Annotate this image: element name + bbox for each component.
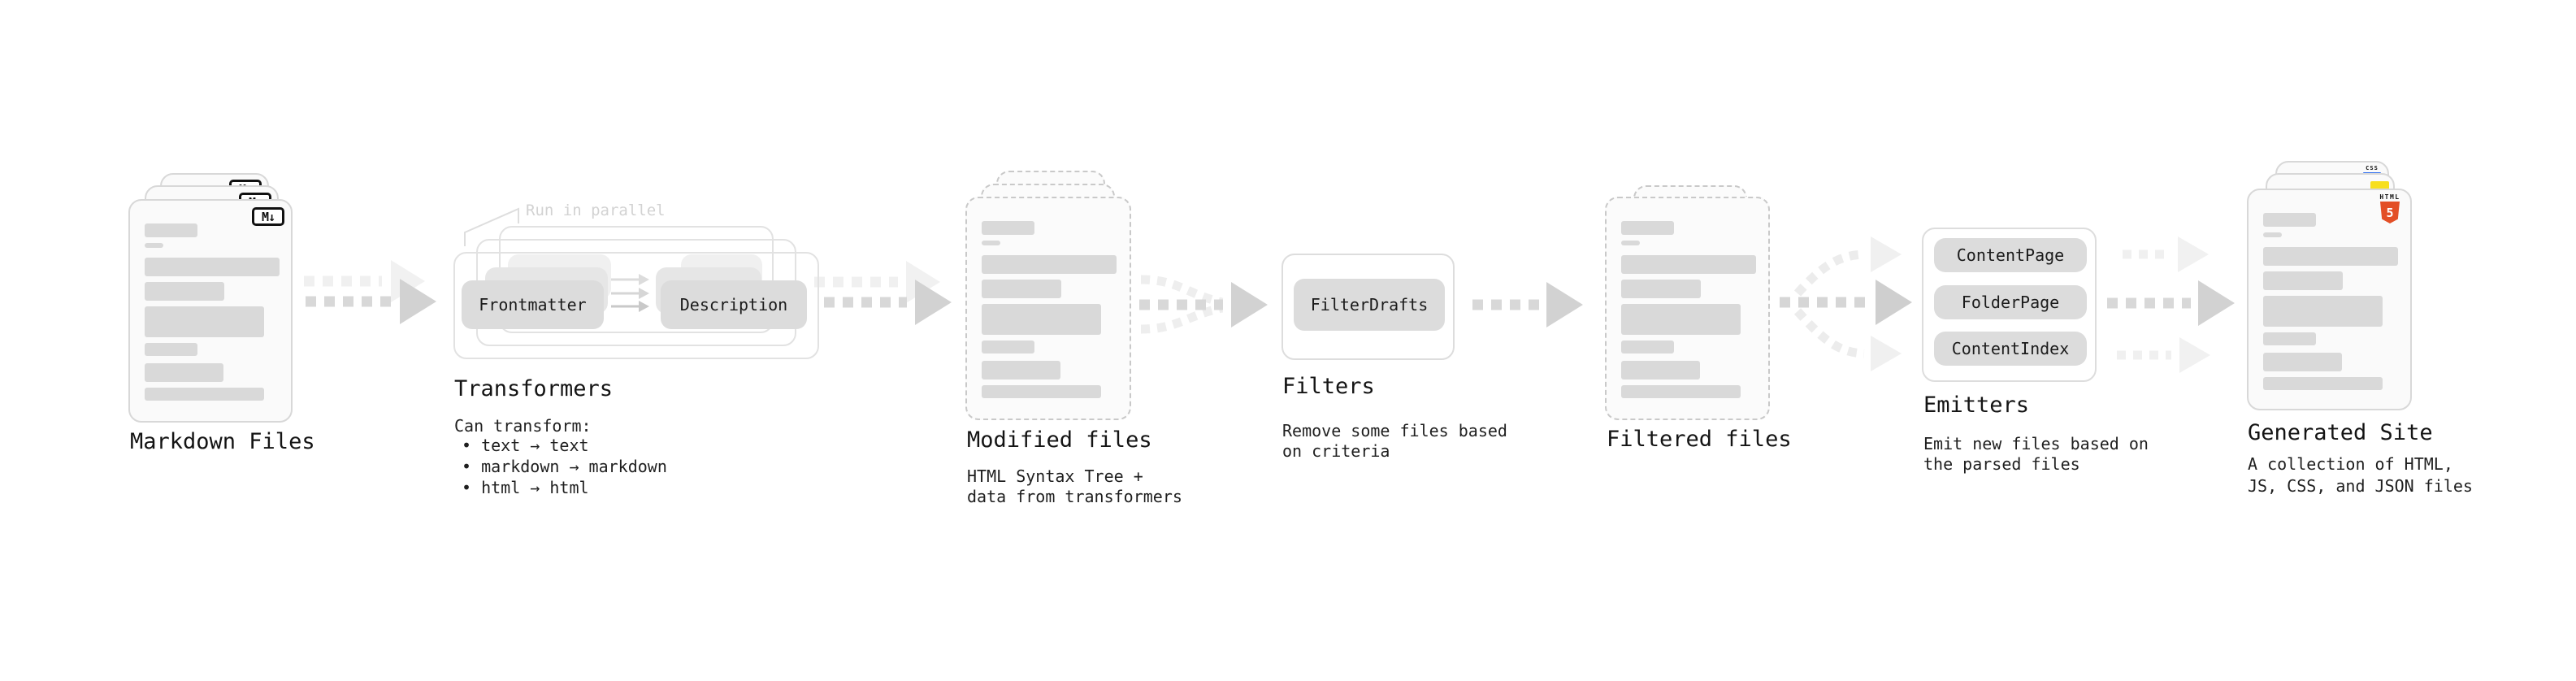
- skeleton-bar: [1621, 304, 1741, 335]
- skeleton-bar: [2263, 377, 2383, 390]
- generated-site-description-line: A collection of HTML,: [2248, 454, 2453, 474]
- arrow-filters-to-filtered: [1472, 282, 1583, 327]
- filtered-file-card-front: [1605, 197, 1770, 420]
- modified-files-label: Modified files: [967, 427, 1152, 453]
- filtered-files-label: Filtered files: [1607, 427, 1792, 452]
- skeleton-bar: [982, 340, 1034, 354]
- transformers-frame-front: [453, 252, 819, 359]
- arrow-emitters-to-generated: [2107, 236, 2235, 373]
- modified-files-description-line: data from transformers: [967, 487, 1182, 506]
- skeleton-bar: [1621, 340, 1674, 354]
- filter-node-filterdrafts: FilterDrafts: [1294, 279, 1445, 331]
- run-in-parallel-annotation: Run in parallel: [526, 202, 666, 219]
- skeleton-bar: [982, 361, 1060, 380]
- filters-description-line: on criteria: [1282, 441, 1390, 461]
- skeleton-bar: [145, 343, 197, 356]
- skeleton-bar: [145, 243, 163, 248]
- html5-icon-shield: 5: [2380, 202, 2400, 223]
- markdown-files-label: Markdown Files: [130, 429, 315, 454]
- skeleton-bar: [1621, 241, 1640, 245]
- emitters-label: Emitters: [1923, 393, 2030, 418]
- skeleton-bar: [982, 280, 1061, 298]
- skeleton-bar: [1621, 221, 1674, 235]
- skeleton-bar: [982, 304, 1101, 335]
- skeleton-bar: [1621, 280, 1701, 298]
- skeleton-bar: [2263, 296, 2383, 327]
- skeleton-bar: [1621, 255, 1756, 274]
- transformers-description-line: • markdown → markdown: [462, 457, 667, 476]
- skeleton-bar: [1621, 361, 1700, 380]
- arrow-markdown-to-transformers: [304, 260, 436, 324]
- arrow-modified-to-filters: [1139, 275, 1268, 334]
- emitter-node-folderpage: FolderPage: [1934, 285, 2087, 319]
- generated-site-label: Generated Site: [2248, 420, 2433, 445]
- transformer-node-description: Description: [661, 280, 807, 329]
- skeleton-bar: [982, 255, 1117, 274]
- skeleton-bar: [2263, 232, 2282, 237]
- emitter-node-contentindex: ContentIndex: [1934, 332, 2087, 366]
- modified-files-description-line: HTML Syntax Tree +: [967, 466, 1143, 486]
- emitter-node-contentpage: ContentPage: [1934, 238, 2087, 272]
- skeleton-bar: [1621, 385, 1741, 398]
- skeleton-bar: [982, 241, 1000, 245]
- skeleton-bar: [2263, 213, 2316, 227]
- skeleton-bar: [145, 388, 264, 401]
- transformers-description-line: • text → text: [462, 436, 589, 455]
- generated-site-card-front: HTML 5: [2247, 189, 2412, 410]
- transformers-description-line: Can transform:: [454, 416, 592, 436]
- transformer-node-frontmatter: Frontmatter: [462, 280, 604, 329]
- transformers-label: Transformers: [454, 376, 614, 401]
- skeleton-bar: [145, 363, 223, 382]
- css-badge-text: CSS: [2366, 165, 2379, 171]
- skeleton-bar: [145, 223, 197, 237]
- skeleton-bar: [145, 258, 280, 276]
- modified-file-card-front: [965, 197, 1131, 420]
- arrow-filtered-to-emitters: [1780, 236, 1912, 371]
- emitters-description-line: Emit new files based on: [1923, 434, 2149, 453]
- markdown-file-card-front: M↓: [128, 199, 293, 423]
- html5-icon-word: HTML: [2379, 193, 2400, 201]
- transformers-description-line: • html → html: [462, 478, 589, 497]
- filters-description-line: Remove some files based: [1282, 421, 1507, 440]
- skeleton-bar: [145, 306, 264, 337]
- skeleton-bar: [2263, 353, 2342, 371]
- emitters-description-line: the parsed files: [1923, 454, 2080, 474]
- skeleton-bar: [2263, 247, 2398, 266]
- arrow-transformers-to-modified: [814, 261, 952, 325]
- generated-site-description-line: JS, CSS, and JSON files: [2248, 476, 2473, 496]
- html5-icon-number: 5: [2386, 205, 2394, 220]
- skeleton-bar: [982, 385, 1101, 398]
- skeleton-bar: [2263, 271, 2343, 290]
- skeleton-bar: [982, 221, 1034, 235]
- skeleton-bar: [2263, 332, 2316, 345]
- markdown-icon-text: M↓: [261, 209, 275, 224]
- filters-label: Filters: [1282, 374, 1375, 399]
- markdown-icon: M↓: [252, 207, 284, 226]
- skeleton-bar: [145, 282, 224, 301]
- html5-icon: HTML 5: [2378, 194, 2402, 223]
